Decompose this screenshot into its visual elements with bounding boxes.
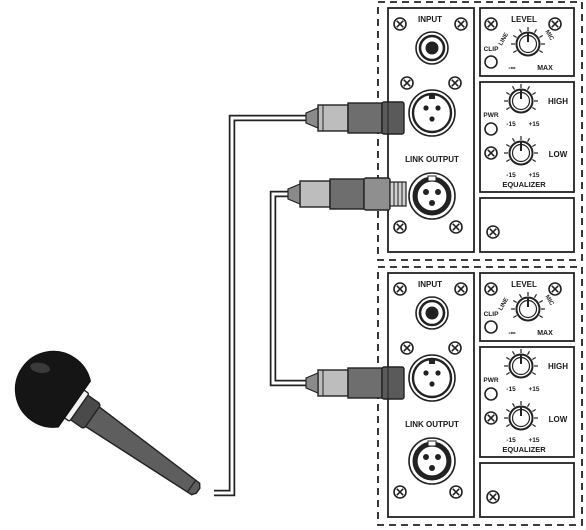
- screw-icon: [484, 146, 498, 160]
- blank-plate: [479, 462, 575, 518]
- screw-icon: [400, 341, 414, 355]
- link-output-label: LINK OUTPUT: [405, 420, 459, 429]
- xlr-input-jack: [407, 88, 457, 138]
- high-min-label: -15: [506, 121, 516, 128]
- low-max-label: +15: [528, 437, 539, 444]
- pwr-label: PWR: [483, 112, 498, 119]
- high-max-label: +15: [528, 386, 539, 393]
- low-max-label: +15: [528, 172, 539, 179]
- xlr-input-jack: [407, 353, 457, 403]
- level-label: LEVEL: [511, 15, 537, 24]
- phone-jack-input: [414, 30, 450, 66]
- screw-icon: [448, 76, 462, 90]
- blank-plate: [479, 197, 575, 253]
- screw-icon: [449, 485, 463, 499]
- level-label: LEVEL: [511, 280, 537, 289]
- clip-label: CLIP: [484, 311, 499, 318]
- xlr-plug-input-top: [305, 101, 405, 135]
- cable-mic-to-input: [214, 114, 318, 497]
- xlr-plug-input-bottom: [305, 366, 405, 400]
- screw-icon: [393, 485, 407, 499]
- high-min-label: -15: [506, 386, 516, 393]
- screw-icon: [393, 17, 407, 31]
- screw-icon: [400, 76, 414, 90]
- input-label: INPUT: [418, 280, 442, 289]
- pwr-led: [484, 122, 498, 136]
- screw-icon: [448, 341, 462, 355]
- clip-led: [484, 320, 498, 334]
- link-output-label: LINK OUTPUT: [405, 155, 459, 164]
- clip-led: [484, 55, 498, 69]
- high-label: HIGH: [548, 97, 568, 106]
- level-min-label: -∞: [508, 330, 515, 337]
- screw-icon: [393, 282, 407, 296]
- screw-icon: [393, 220, 407, 234]
- equalizer-label: EQUALIZER: [502, 445, 546, 454]
- phone-jack-input: [414, 295, 450, 331]
- microphone: [14, 350, 201, 496]
- xlr-link-output: [408, 172, 456, 220]
- clip-label: CLIP: [484, 46, 499, 53]
- pwr-label: PWR: [483, 377, 498, 384]
- screw-icon: [484, 282, 498, 296]
- xlr-plug-link-output-top: [287, 177, 407, 211]
- low-label: LOW: [549, 415, 568, 424]
- low-min-label: -15: [506, 437, 516, 444]
- screw-icon: [486, 490, 500, 504]
- screw-icon: [548, 17, 562, 31]
- equalizer-plate: [479, 346, 575, 458]
- screw-icon: [484, 17, 498, 31]
- cable-link-output-to-input: [269, 190, 318, 387]
- screw-icon: [454, 282, 468, 296]
- screw-icon: [484, 411, 498, 425]
- input-label: INPUT: [418, 15, 442, 24]
- mic-label: MIC: [544, 29, 555, 42]
- level-min-label: -∞: [508, 65, 515, 72]
- equalizer-label: EQUALIZER: [502, 180, 546, 189]
- mic-label: MIC: [544, 294, 555, 307]
- xlr-link-output: [408, 437, 456, 485]
- screw-icon: [449, 220, 463, 234]
- high-max-label: +15: [528, 121, 539, 128]
- level-max-label: MAX: [537, 330, 553, 337]
- low-label: LOW: [549, 150, 568, 159]
- screw-icon: [454, 17, 468, 31]
- screw-icon: [486, 225, 500, 239]
- pwr-led: [484, 387, 498, 401]
- level-max-label: MAX: [537, 65, 553, 72]
- low-min-label: -15: [506, 172, 516, 179]
- high-label: HIGH: [548, 362, 568, 371]
- screw-icon: [548, 282, 562, 296]
